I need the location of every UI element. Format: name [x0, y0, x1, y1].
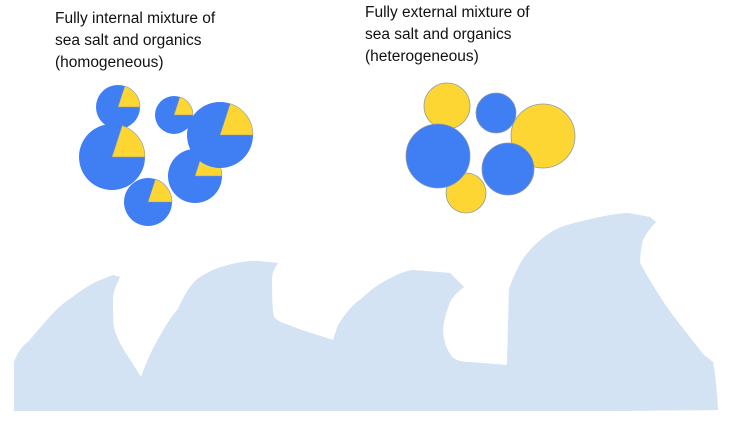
- mixed-particle: [187, 102, 254, 168]
- sea-ice-surface: [10, 212, 722, 428]
- organic-wedge: [117, 85, 141, 108]
- external-mixture-caption: Fully external mixture of sea salt and o…: [365, 2, 530, 68]
- sea-salt-particle: [475, 92, 517, 134]
- caption-line: Fully internal mixture of: [55, 10, 216, 27]
- organic-wedge: [147, 178, 173, 203]
- organic-wedge: [111, 125, 146, 158]
- ice-outline: [13, 212, 719, 417]
- caption-line: (homogeneous): [55, 54, 164, 71]
- organic-particle: [445, 172, 487, 214]
- organic-particle: [423, 82, 471, 130]
- external-mixture-particles: [405, 82, 576, 214]
- sea-salt-particle: [405, 123, 471, 189]
- caption-line: sea salt and organics: [365, 26, 512, 43]
- mixed-particle: [124, 178, 173, 226]
- organic-wedge: [219, 103, 254, 136]
- sea-salt-particle: [481, 142, 535, 196]
- caption-line: Fully external mixture of: [365, 4, 530, 21]
- internal-mixture-particles: [79, 85, 254, 226]
- organic-wedge: [173, 96, 194, 116]
- mixed-particle: [96, 85, 141, 129]
- caption-line: (heterogeneous): [365, 48, 479, 65]
- caption-line: sea salt and organics: [55, 32, 202, 49]
- mixed-particle: [155, 96, 194, 134]
- ice-bottom-mask: [10, 411, 722, 428]
- internal-mixture-caption: Fully internal mixture of sea salt and o…: [55, 8, 215, 74]
- mixed-particle: [79, 124, 146, 190]
